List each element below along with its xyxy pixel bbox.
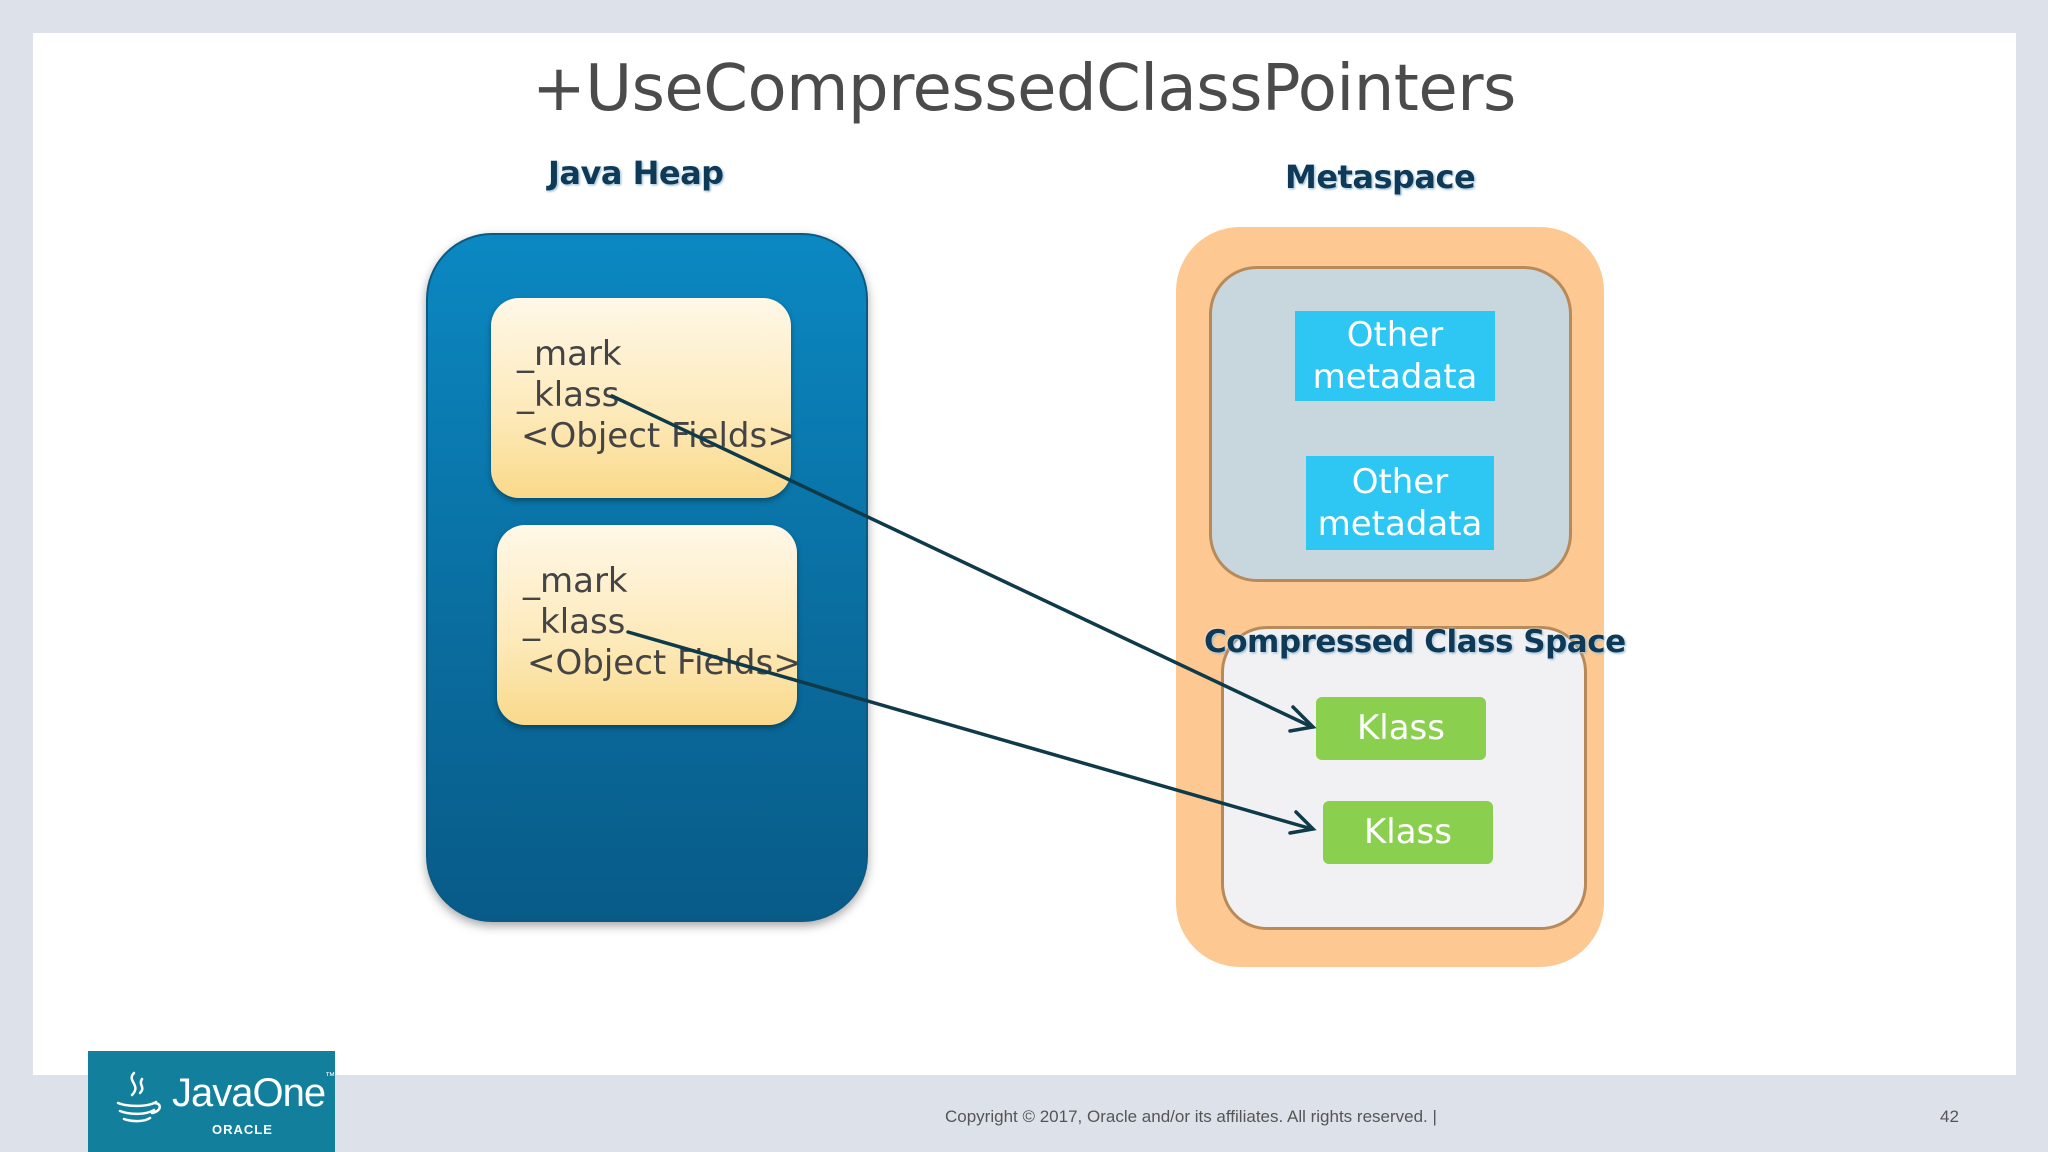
javaone-brand-text: JavaOne™ [172,1071,335,1115]
heap-object-1: _mark _klass <Object Fields> [491,298,796,498]
compressed-class-space-label: Compressed Class Space [1204,624,1626,660]
javaone-logo: JavaOne™ ORACLE [88,1051,335,1152]
slide-background [33,33,2016,1075]
klass-field: _klass [517,375,620,415]
metadata-line: metadata [1317,504,1483,544]
klass-field: _klass [523,602,626,642]
klass-pointer-arrow-1 [610,394,1314,729]
klass-box-2: Klass [1323,801,1493,864]
other-metadata-box-2: Other metadata [1306,456,1494,550]
other-metadata-box-1: Other metadata [1295,311,1495,401]
arrowhead-2 [1288,810,1317,835]
brand-name: JavaOne [172,1071,326,1115]
metadata-line: metadata [1312,357,1478,397]
metaspace-label: Metaspace [1285,158,1476,196]
mark-field: _mark [523,561,628,601]
copyright-text: Copyright © 2017, Oracle and/or its affi… [945,1107,1437,1126]
metadata-line: Other [1346,315,1444,355]
heap-object-2: _mark _klass <Object Fields> [497,525,802,725]
slide-title: +UseCompressedClassPointers [532,52,1516,126]
klass-pointer-arrow-2 [626,630,1314,831]
mark-field: _mark [517,334,622,374]
java-heap-label: Java Heap [548,154,724,192]
arrowhead-1 [1288,705,1317,733]
compressed-class-space-region [1221,626,1587,930]
klass-box-1: Klass [1316,697,1486,760]
oracle-text: ORACLE [212,1122,273,1137]
object-fields: <Object Fields> [527,643,802,683]
object-fields: <Object Fields> [521,416,796,456]
metadata-line: Other [1351,462,1449,502]
java-cup-icon [116,1071,161,1123]
page-number: 42 [1940,1107,1959,1126]
